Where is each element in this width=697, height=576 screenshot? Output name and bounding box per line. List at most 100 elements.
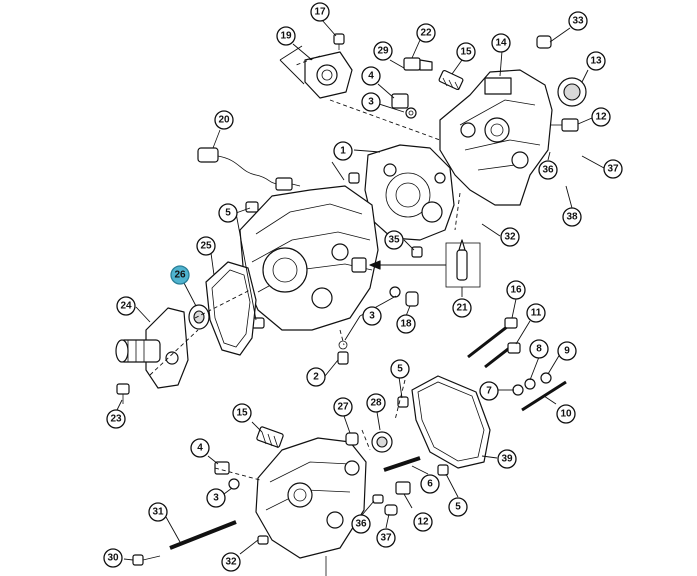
callout-32-lower: 32: [221, 552, 241, 572]
callout-label: 36: [542, 165, 554, 176]
callout-label: 25: [200, 241, 212, 252]
callouts: 17 19 22 29 15 14 33 13 4 3 12 20 1 37 3…: [103, 2, 623, 572]
callout-label: 3: [369, 311, 375, 322]
front-bearing-retainer: [115, 307, 189, 389]
callout-5-middle: 5: [390, 359, 410, 379]
callout-3-lower: 3: [206, 488, 226, 508]
callout-label: 30: [107, 553, 119, 564]
callout-18: 18: [396, 314, 416, 334]
callout-label: 5: [455, 502, 461, 513]
callout-5-upper: 5: [218, 203, 238, 223]
callout-label: 21: [456, 303, 468, 314]
callout-39: 39: [497, 449, 517, 469]
retainer-bolt: [116, 383, 130, 404]
callout-31: 31: [148, 502, 168, 522]
callout-17: 17: [310, 2, 330, 22]
callout-label: 23: [110, 414, 122, 425]
callout-12-upper: 12: [591, 107, 611, 127]
callout-label: 22: [420, 28, 432, 39]
callout-21: 21: [452, 298, 472, 318]
callout-label: 36: [355, 519, 367, 530]
callout-label: 35: [388, 235, 400, 246]
callout-16: 16: [506, 280, 526, 300]
callout-2: 2: [306, 367, 326, 387]
lower-bolt: [132, 554, 161, 566]
plug: [536, 35, 552, 49]
gasket: [205, 261, 257, 356]
callout-36-upper: 36: [538, 160, 558, 180]
parts-artwork: [115, 33, 587, 576]
case-adapter-plate: [364, 144, 455, 241]
callout-label: 29: [377, 46, 389, 57]
callout-32-upper: 32: [500, 227, 520, 247]
callout-4-lower: 4: [190, 438, 210, 458]
callout-20: 20: [214, 110, 234, 130]
extension-housing-upper: [439, 69, 553, 206]
callout-28: 28: [366, 393, 386, 413]
callout-label: 3: [368, 97, 374, 108]
callout-23: 23: [106, 409, 126, 429]
callout-label: 15: [236, 408, 248, 419]
callout-29: 29: [373, 41, 393, 61]
sealant-tube: [369, 239, 481, 288]
callout-label: 28: [370, 398, 382, 409]
callout-label: 6: [427, 479, 433, 490]
callout-label: 10: [560, 409, 572, 420]
callout-label: 11: [531, 308, 542, 319]
callout-label: 37: [607, 164, 619, 175]
callout-4-upper: 4: [361, 66, 381, 86]
dowel-pin: [245, 201, 259, 213]
callout-label: 15: [460, 47, 472, 58]
callout-22: 22: [416, 23, 436, 43]
callout-26: 26: [170, 265, 190, 285]
callout-label: 26: [174, 270, 186, 281]
callout-12-lower: 12: [413, 512, 433, 532]
callout-1: 1: [333, 141, 353, 161]
callout-8: 8: [529, 339, 549, 359]
callout-label: 38: [566, 212, 578, 223]
callout-label: 20: [218, 115, 230, 126]
extension-housing-lower: [255, 437, 367, 559]
callout-label: 18: [400, 319, 412, 330]
callout-label: 9: [564, 346, 570, 357]
callout-25: 25: [196, 236, 216, 256]
callout-label: 8: [536, 344, 542, 355]
speed-sensor: [197, 129, 301, 191]
callout-37-lower: 37: [376, 528, 396, 548]
callout-14: 14: [491, 33, 511, 53]
callout-5-lower: 5: [448, 497, 468, 517]
callout-label: 32: [504, 232, 516, 243]
callout-label: 39: [501, 454, 513, 465]
callout-33: 33: [568, 11, 588, 31]
callout-36-lower: 36: [351, 514, 371, 534]
callout-label: 17: [314, 7, 326, 18]
detent-spring-lower: [256, 426, 284, 449]
callout-37-upper: 37: [603, 159, 623, 179]
input-seal: [188, 304, 210, 330]
callout-9: 9: [557, 341, 577, 361]
callout-15-lower: 15: [232, 403, 252, 423]
callout-30: 30: [103, 548, 123, 568]
callout-24: 24: [116, 296, 136, 316]
detent-spring-upper: [438, 69, 464, 91]
mounting-plate: [304, 51, 353, 99]
callout-label: 2: [313, 372, 319, 383]
callout-6: 6: [420, 474, 440, 494]
callout-label: 4: [368, 71, 374, 82]
callout-label: 24: [120, 301, 132, 312]
callout-13: 13: [586, 51, 606, 71]
callout-label: 16: [510, 285, 522, 296]
callout-15-upper: 15: [456, 42, 476, 62]
rear-seal: [557, 77, 587, 107]
callout-label: 27: [337, 402, 349, 413]
callout-label: 33: [572, 16, 584, 27]
transmission-case: [239, 185, 379, 331]
small-bolt: [333, 33, 345, 50]
callout-label: 7: [486, 386, 492, 397]
callout-10: 10: [556, 404, 576, 424]
callout-label: 4: [197, 443, 203, 454]
rear-gasket: [411, 375, 491, 469]
callout-label: 12: [417, 517, 429, 528]
callout-38: 38: [562, 207, 582, 227]
